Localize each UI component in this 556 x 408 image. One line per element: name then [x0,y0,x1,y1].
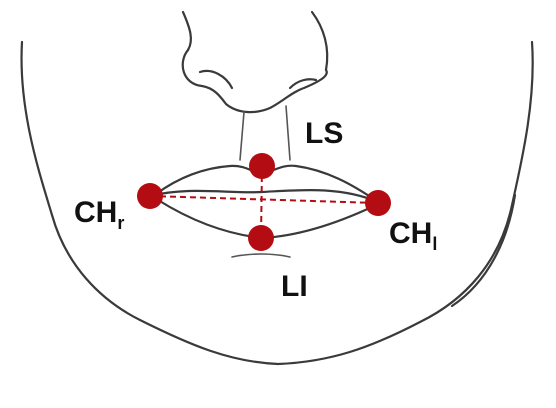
chin-crease [231,253,291,258]
label-ch-r-sub: r [117,213,124,233]
label-ch-l-sub: l [432,234,437,254]
nose-tip [181,48,328,114]
landmark-ch-r-point [137,183,163,209]
philtrum-right [285,105,291,161]
label-ls: LS [305,117,343,150]
nose-bridge-left [181,10,192,52]
philtrum-left [239,111,245,161]
nostril-right [288,78,318,90]
landmark-ch-l-point [365,190,391,216]
label-ch-l: CHl [389,217,437,254]
intercommissural-line [149,195,379,204]
face-outline [20,40,534,366]
jaw-inner-line [450,193,517,308]
label-ch-r: CHr [74,196,124,233]
nostril-left [198,69,234,90]
label-ch-r-main: CH [74,196,117,229]
landmark-li-point [248,225,274,251]
nose [181,10,329,114]
label-li: LI [281,270,308,303]
nose-bridge-right [310,10,329,72]
label-ch-l-main: CH [389,217,432,250]
landmark-ls-point [249,153,275,179]
